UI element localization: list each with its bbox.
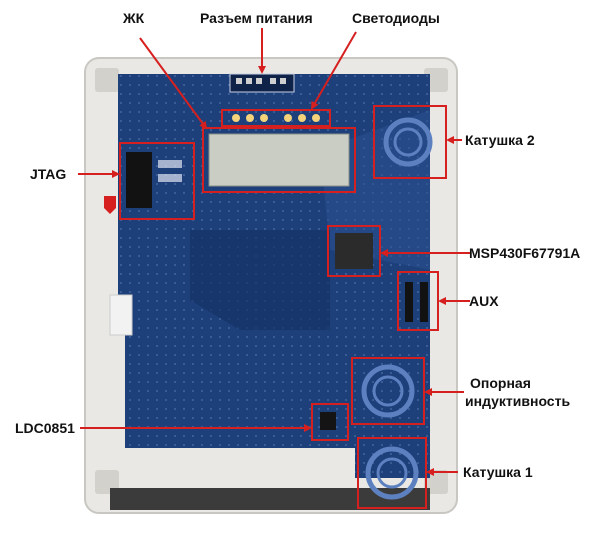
- mcu-chip: [327, 225, 381, 277]
- label-mcu: MSP430F67791A: [469, 245, 581, 261]
- ldc-chip: [311, 403, 349, 441]
- arrow-lcd: [139, 37, 208, 130]
- label-jtag: JTAG: [30, 166, 67, 182]
- label-power-connector: Разъем питания: [200, 10, 313, 26]
- label-reference-inductance-line1: Опорная: [470, 375, 531, 391]
- arrow-leds: [310, 31, 357, 110]
- jtag-header: [119, 142, 195, 220]
- label-ldc: LDC0851: [15, 420, 75, 436]
- label-lcd: ЖК: [123, 10, 145, 26]
- callout-arrows: [78, 28, 470, 476]
- label-coil-1: Катушка 1: [463, 464, 533, 480]
- label-reference-inductance-line2: индуктивность: [465, 393, 571, 409]
- label-aux: AUX: [469, 293, 499, 309]
- lcd-display: [202, 127, 356, 193]
- led-row: [221, 109, 331, 127]
- label-coil-2: Катушка 2: [465, 132, 535, 148]
- power-connector: [229, 73, 295, 93]
- ti-logo-icon: [104, 196, 116, 214]
- label-leds: Светодиоды: [352, 10, 440, 26]
